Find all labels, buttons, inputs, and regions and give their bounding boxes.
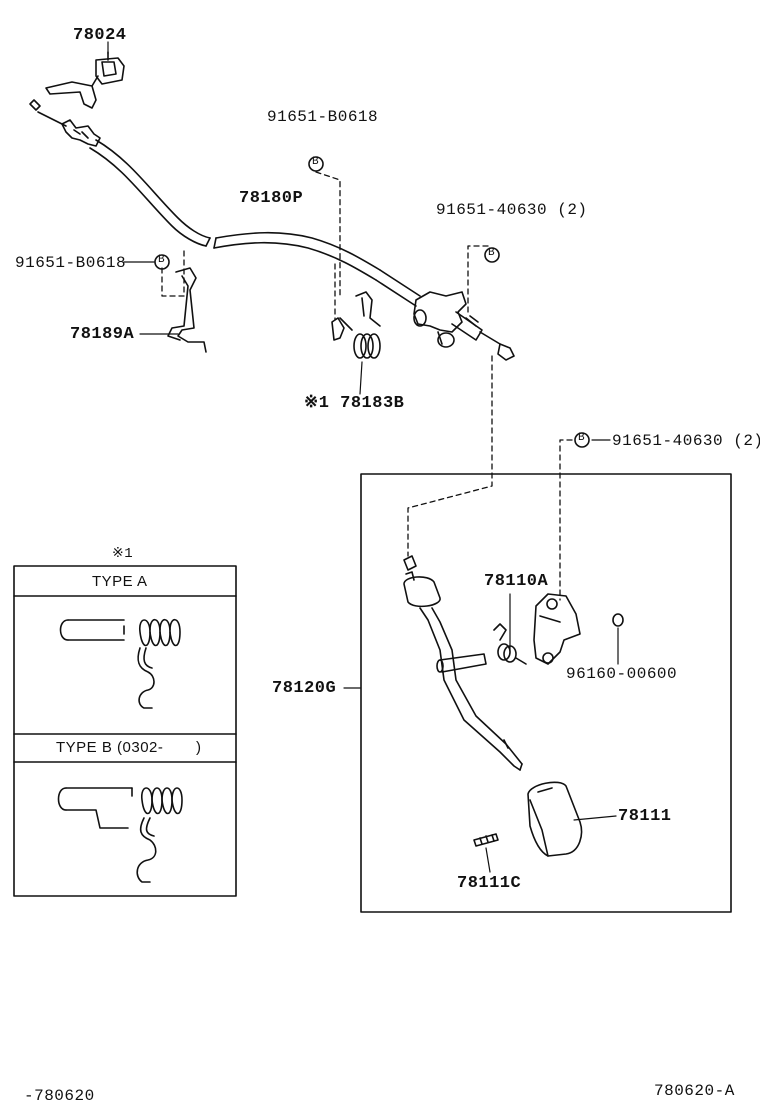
- footer-left-code: -780620: [24, 1087, 95, 1105]
- part-label-91651-b0618-top: 91651-B0618: [267, 108, 379, 126]
- bolt-marker-top: [308, 156, 324, 172]
- return-spring-78183b: [331, 291, 381, 359]
- part-label-91651-40630-top: 91651-40630 (2): [436, 201, 588, 219]
- clip-78189a: [167, 267, 207, 353]
- bolt-marker-right: [574, 432, 590, 448]
- nut-96160: [612, 613, 624, 627]
- pedal-assembly-box: [360, 473, 732, 913]
- part-label-78024: 78024: [73, 26, 127, 45]
- bolt-marker-b-top: B: [312, 156, 320, 168]
- part-label-91651-b0618-left: 91651-B0618: [15, 254, 127, 272]
- inset-note: ※1: [112, 546, 134, 562]
- part-leader-lines: [123, 261, 619, 873]
- part-label-78111: 78111: [618, 807, 672, 826]
- pedal-pad-78111: [527, 781, 583, 857]
- part-label-91651-40630-right: 91651-40630 (2): [612, 432, 760, 450]
- part-label-78180p: 78180P: [239, 189, 304, 208]
- inset-type-a: TYPE A: [92, 573, 148, 590]
- top-leader-lines: [161, 171, 573, 601]
- part-label-96160-00600: 96160-00600: [566, 665, 678, 683]
- part-label-78111c: 78111C: [457, 874, 522, 893]
- pedal-bracket: [533, 593, 581, 665]
- part-label-78189a: 78189A: [70, 325, 135, 344]
- part-label-78120g: 78120G: [272, 679, 337, 698]
- part-label-78110a: 78110A: [484, 572, 549, 591]
- footer-right-code: 780620-A: [654, 1082, 735, 1100]
- bolt-marker-b-right: B: [578, 432, 586, 444]
- bolt-marker-b-left: B: [158, 254, 166, 266]
- bolt-marker-b-upper-right: B: [488, 247, 496, 259]
- bolt-marker-upper-right: [484, 247, 500, 263]
- part-label-78183b: ※1 78183B: [304, 394, 405, 413]
- pedal-spring-78110a: [493, 623, 527, 665]
- pedal-arm-78120g: [403, 555, 523, 771]
- inset-type-b: TYPE B (0302- ): [56, 739, 202, 756]
- bolt-marker-left: [154, 254, 170, 270]
- accelerator-cable-78180p: [29, 99, 515, 361]
- cable-bracket-78024: [45, 51, 125, 109]
- spring-type-inset: [13, 565, 237, 897]
- pin-78111c: [473, 833, 499, 847]
